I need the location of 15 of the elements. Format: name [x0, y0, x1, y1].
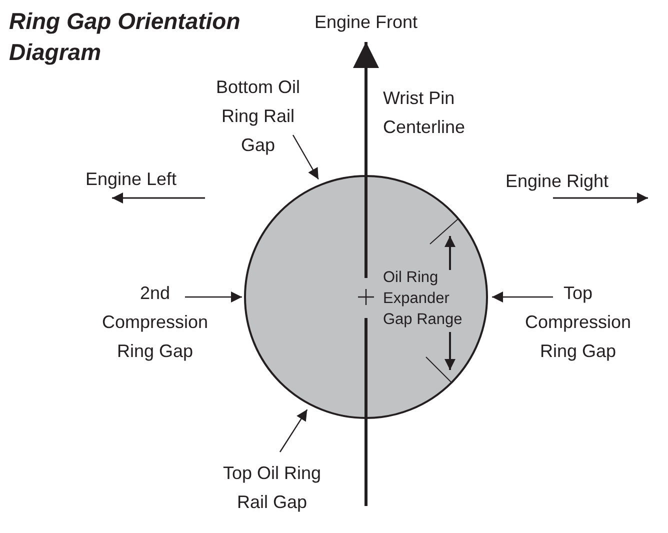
gap-range-label: Oil Ring Expander Gap Range [383, 268, 464, 330]
gap-label: Top Compression Ring Gap [524, 282, 632, 363]
leader-arrow [185, 292, 242, 302]
direction-label: Engine Right [504, 170, 610, 193]
centerline-label: Wrist Pin Centerline [383, 87, 466, 139]
front-label: Engine Front [313, 11, 419, 34]
direction-label: Engine Left [84, 168, 178, 191]
leader-arrow [292, 134, 319, 180]
gap-label: 2nd Compression Ring Gap [100, 282, 210, 363]
leader-arrow [492, 292, 553, 302]
leader-arrow [280, 409, 308, 452]
gap-label: Bottom Oil Ring Rail Gap [214, 76, 302, 157]
gap-label: Top Oil Ring Rail Gap [222, 462, 322, 514]
diagram-title: Ring Gap Orientation Diagram [9, 7, 242, 67]
piston-circle [244, 175, 488, 419]
